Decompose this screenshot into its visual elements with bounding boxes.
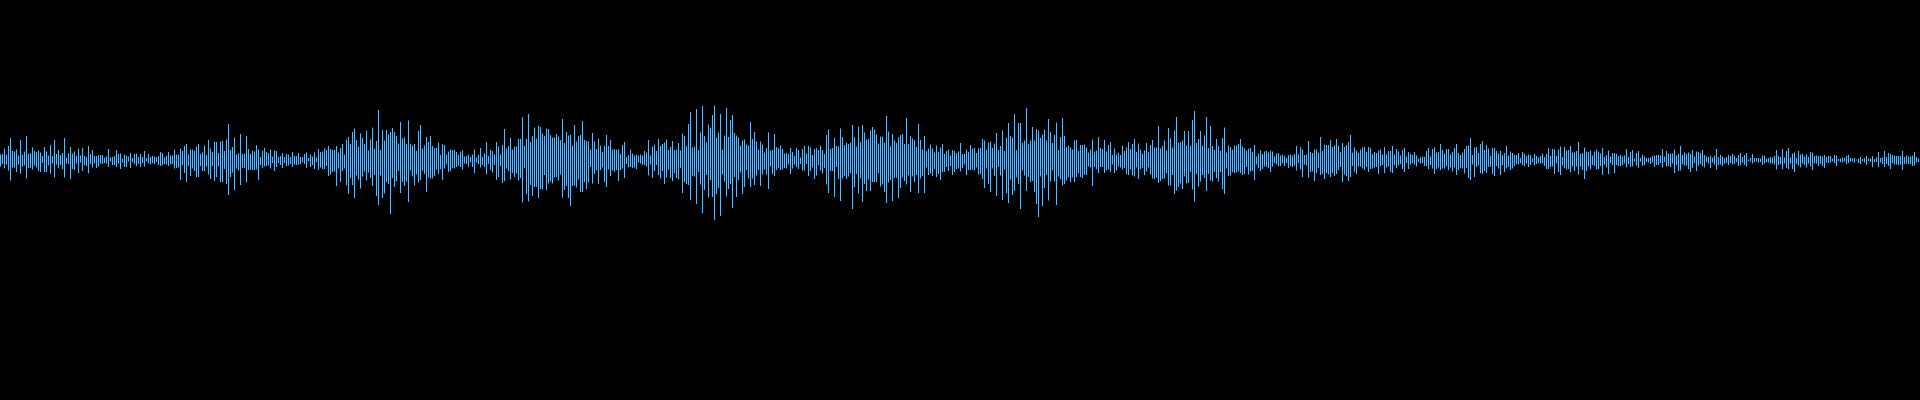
waveform-background: [0, 0, 1920, 400]
audio-waveform-viewer[interactable]: [0, 0, 1920, 400]
waveform-plot[interactable]: [0, 0, 1920, 400]
